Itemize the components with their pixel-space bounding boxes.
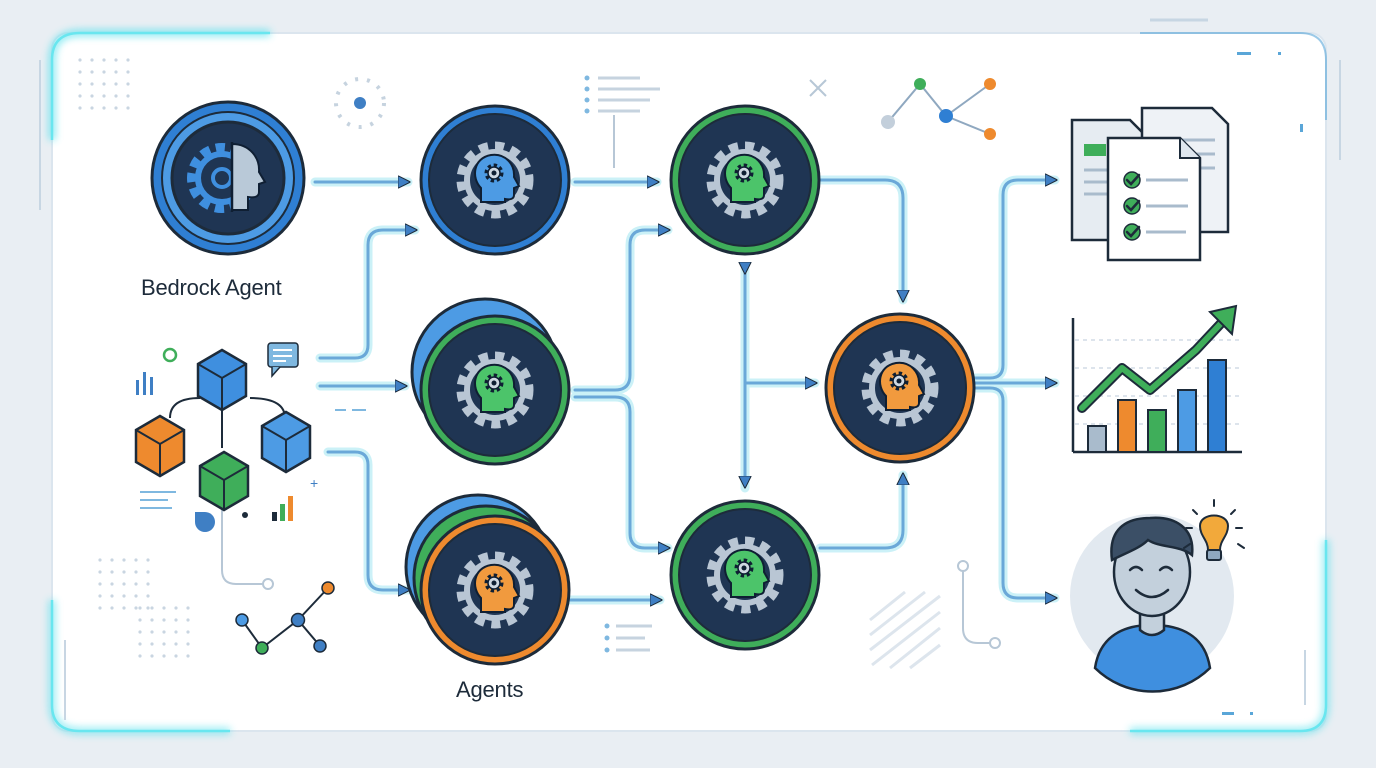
connector-data-to-agent3 bbox=[326, 450, 408, 590]
orchestrator-agent-node[interactable] bbox=[824, 312, 976, 464]
agent-node-3[interactable] bbox=[404, 493, 571, 666]
person-lightbulb-icon bbox=[1070, 499, 1245, 693]
agent-node-2[interactable] bbox=[410, 297, 571, 466]
bedrock-agent-label: Bedrock Agent bbox=[141, 275, 282, 300]
documents-checklist-icon bbox=[1070, 106, 1230, 262]
connector-green-bottom-to-orchestrator bbox=[818, 475, 903, 550]
svg-text:+: + bbox=[310, 475, 318, 491]
connectors bbox=[221, 178, 1060, 649]
connector-to-reports bbox=[973, 180, 1055, 380]
agent-node-green-top[interactable] bbox=[669, 104, 821, 256]
connector-agent2-to-green-top bbox=[573, 230, 668, 392]
connector-to-insight bbox=[973, 386, 1055, 598]
bar-chart-trend-icon bbox=[1071, 304, 1242, 454]
decor-dots bbox=[78, 58, 190, 658]
decor-top bbox=[334, 52, 1303, 168]
decor-misc bbox=[64, 409, 1306, 720]
connector-green-top-to-orchestrator bbox=[818, 178, 903, 300]
connector-data-to-agent1 bbox=[318, 230, 415, 360]
agents-label: Agents bbox=[456, 677, 524, 702]
agent-node-1[interactable] bbox=[419, 104, 571, 256]
network-graph-icon bbox=[235, 581, 335, 655]
connector-agent2-to-green-bottom bbox=[573, 395, 668, 548]
bedrock-agent-node[interactable] bbox=[150, 100, 306, 256]
gear-head-split-icon bbox=[187, 142, 267, 213]
connected-cubes-icon: + bbox=[134, 342, 318, 532]
agent-node-green-bottom[interactable] bbox=[669, 499, 821, 651]
